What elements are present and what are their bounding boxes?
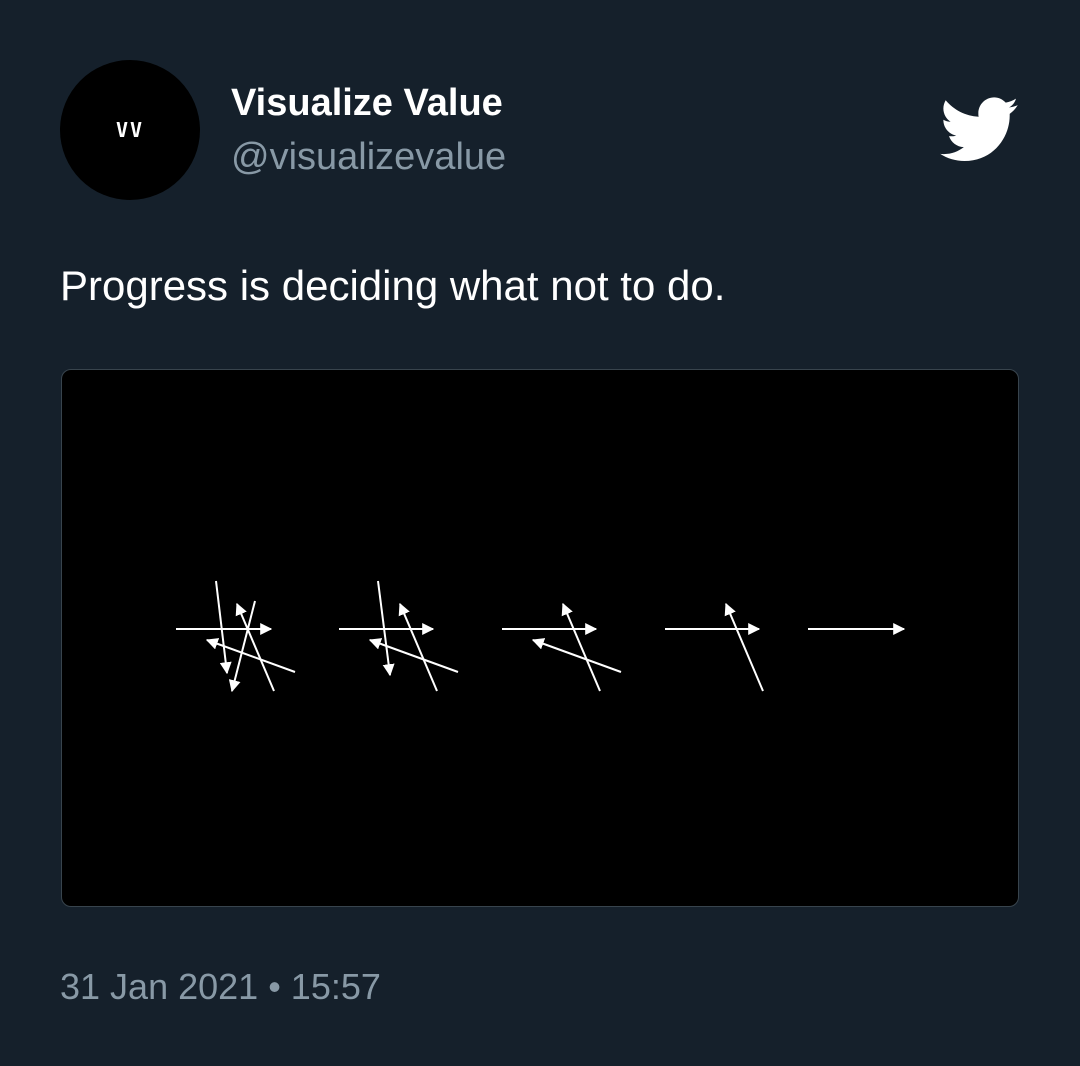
arrow-group-4 (665, 602, 764, 692)
tweet-date: 31 Jan 2021 (60, 966, 259, 1007)
tweet-media[interactable] (61, 369, 1019, 907)
author-name[interactable]: Visualize Value (231, 82, 503, 124)
tweet-text: Progress is deciding what not to do. (60, 262, 726, 309)
arrows-illustration (176, 580, 906, 693)
timestamp[interactable]: 31 Jan 2021•15:57 (60, 964, 381, 1010)
arrow-group-2 (339, 580, 459, 692)
twitter-bird-icon[interactable] (940, 97, 1020, 163)
arrow-group-1 (176, 580, 296, 693)
avatar[interactable]: VV (60, 60, 200, 200)
timestamp-separator: • (268, 966, 281, 1007)
tweet-time: 15:57 (290, 966, 381, 1007)
arrow-group-3 (502, 602, 622, 692)
avatar-logo: VV (115, 118, 145, 142)
author-handle[interactable]: @visualizevalue (231, 136, 507, 178)
